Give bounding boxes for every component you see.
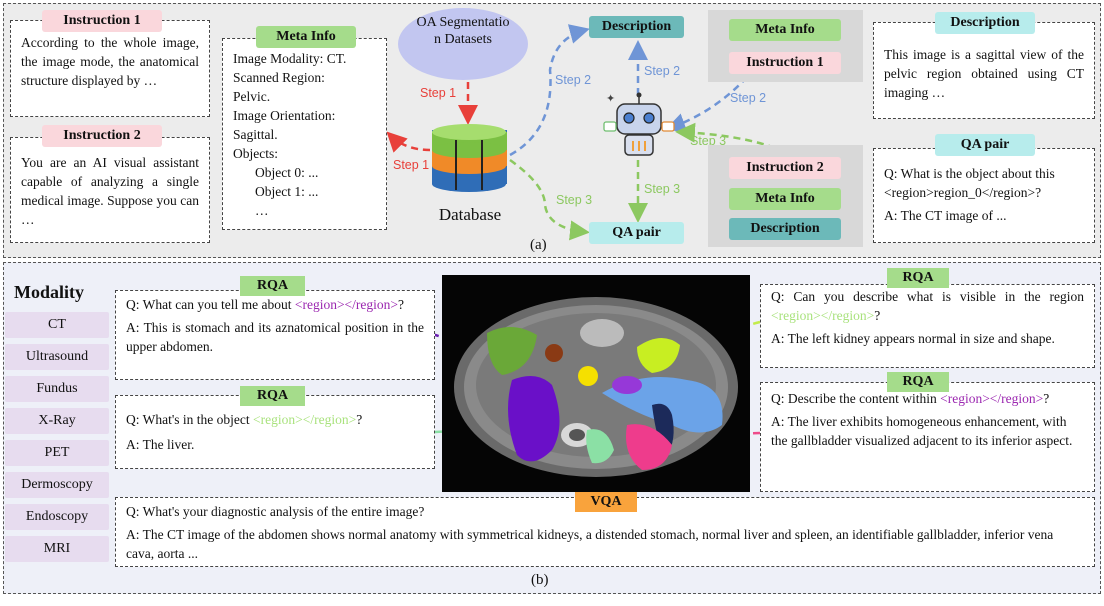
instruction2-text: You are an AI visual assistant capable o…	[21, 155, 199, 227]
database-label: Database	[438, 205, 502, 224]
instruction1-text: According to the whole image, the image …	[21, 35, 199, 88]
step-1-label: Step 1	[393, 158, 430, 172]
description-text: This image is a sagittal view of the pel…	[884, 47, 1084, 100]
meta-line: Scanned Region:	[233, 70, 325, 85]
rqa3-question: Q: Can you describe what is visible in t…	[771, 287, 1084, 325]
modality-list: CT Ultrasound Fundus X-Ray PET Dermoscop…	[5, 312, 109, 562]
modality-ultrasound: Ultrasound	[5, 344, 109, 370]
ct-scan-image	[442, 275, 750, 492]
qa-box: Q: What is the object about this <region…	[873, 148, 1095, 243]
rqa2-question: Q: What's in the object <region></region…	[126, 410, 424, 429]
rqa1-box: Q: What can you tell me about <region></…	[115, 290, 435, 380]
step-3-label: Step 3	[556, 193, 593, 207]
rqa2-q-text: Q: What's in the object	[126, 412, 254, 427]
meta-line: Pelvic.	[233, 89, 271, 104]
rqa4-q-text: Q: Describe the content within	[771, 391, 941, 406]
rqa2-answer: A: The liver.	[126, 437, 195, 452]
modality-xray: X-Ray	[5, 408, 109, 434]
group1-meta-pill: Meta Info	[729, 19, 841, 41]
rqa3-label: RQA	[887, 268, 949, 288]
meta-line: Object 1: ...	[255, 184, 319, 199]
step-3-label: Step 3	[644, 182, 681, 196]
qa-pair-pill: QA pair	[589, 222, 684, 244]
instruction2-box: You are an AI visual assistant capable o…	[10, 137, 210, 243]
description-box-label: Description	[935, 12, 1035, 34]
rqa1-question: Q: What can you tell me about <region></…	[126, 295, 424, 314]
rqa1-region-tag: <region></region>	[294, 297, 399, 312]
meta-line: Image Orientation:	[233, 108, 336, 123]
rqa4-region-tag: <region></region>	[940, 391, 1044, 406]
rqa1-answer: A: This is stomach and its aznatomical p…	[126, 320, 424, 354]
description-pill: Description	[589, 16, 684, 38]
meta-line: …	[255, 203, 269, 218]
vqa-answer: A: The CT image of the abdomen shows nor…	[126, 527, 1054, 561]
rqa2-region-tag: <region></region>	[253, 412, 357, 427]
step-2-label: Step 2	[555, 73, 592, 87]
group2-instruction-pill: Instruction 2	[729, 157, 841, 179]
modality-fundus: Fundus	[5, 376, 109, 402]
svg-text:✦: ✦	[606, 93, 615, 105]
instruction1-label: Instruction 1	[42, 10, 162, 32]
meta-line: Objects:	[233, 146, 278, 161]
meta-info-label: Meta Info	[256, 26, 356, 48]
meta-line: Image Modality: CT.	[233, 51, 347, 66]
group2-meta-pill: Meta Info	[729, 188, 841, 210]
rqa4-q-end: ?	[1043, 391, 1050, 406]
vqa-label: VQA	[575, 492, 637, 512]
step-2-label: Step 2	[644, 64, 681, 78]
step-2-label: Step 2	[730, 91, 767, 105]
cloud-text: OA Segmentation Datasets	[416, 15, 510, 47]
modality-dermoscopy: Dermoscopy	[5, 472, 109, 498]
rqa1-q-end: ?	[398, 297, 405, 312]
rqa1-label: RQA	[240, 276, 305, 296]
ct-scan-graphic	[454, 297, 738, 477]
step-3-label: Step 3	[690, 134, 727, 148]
caption-b: (b)	[531, 572, 549, 588]
meta-info-box: Image Modality: CT. Scanned Region: Pelv…	[222, 38, 387, 230]
group1-instruction-pill: Instruction 1	[729, 52, 841, 74]
rqa2-box: Q: What's in the object <region></region…	[115, 395, 435, 469]
modality-pet: PET	[5, 440, 109, 466]
description-box: This image is a sagittal view of the pel…	[873, 22, 1095, 119]
rqa4-box: Q: Describe the content within <region><…	[760, 382, 1095, 492]
rqa3-region-tag: <region></region>	[771, 308, 875, 323]
rqa3-box: Q: Can you describe what is visible in t…	[760, 284, 1095, 368]
rqa3-answer: A: The left kidney appears normal in siz…	[771, 331, 1055, 346]
meta-line: Object 0: ...	[255, 165, 319, 180]
vqa-question: Q: What's your diagnostic analysis of th…	[126, 504, 425, 519]
instruction2-label: Instruction 2	[42, 125, 162, 147]
modality-mri: MRI	[5, 536, 109, 562]
modality-title: Modality	[14, 282, 84, 302]
caption-a: (a)	[530, 237, 547, 253]
rqa3-q-end: ?	[874, 308, 881, 323]
rqa1-q-text: Q: What can you tell me about	[126, 297, 295, 312]
step-1-label: Step 1	[420, 86, 457, 100]
meta-line: Sagittal.	[233, 127, 278, 142]
rqa4-answer: A: The liver exhibits homogeneous enhanc…	[771, 414, 1073, 448]
qa-question: Q: What is the object about this <region…	[884, 166, 1055, 200]
modality-endoscopy: Endoscopy	[5, 504, 109, 530]
rqa2-label: RQA	[240, 386, 305, 406]
modality-ct: CT	[5, 312, 109, 338]
rqa2-q-end: ?	[356, 412, 363, 427]
qa-answer: A: The CT image of ...	[884, 208, 1007, 223]
group2-description-pill: Description	[729, 218, 841, 240]
cloud-shape	[398, 8, 528, 80]
instruction1-box: According to the whole image, the image …	[10, 20, 210, 117]
rqa4-label: RQA	[887, 372, 949, 392]
qa-box-label: QA pair	[935, 134, 1035, 156]
rqa3-q-text: Q: Can you describe what is visible in t…	[771, 289, 1084, 304]
rqa4-question: Q: Describe the content within <region><…	[771, 389, 1084, 408]
